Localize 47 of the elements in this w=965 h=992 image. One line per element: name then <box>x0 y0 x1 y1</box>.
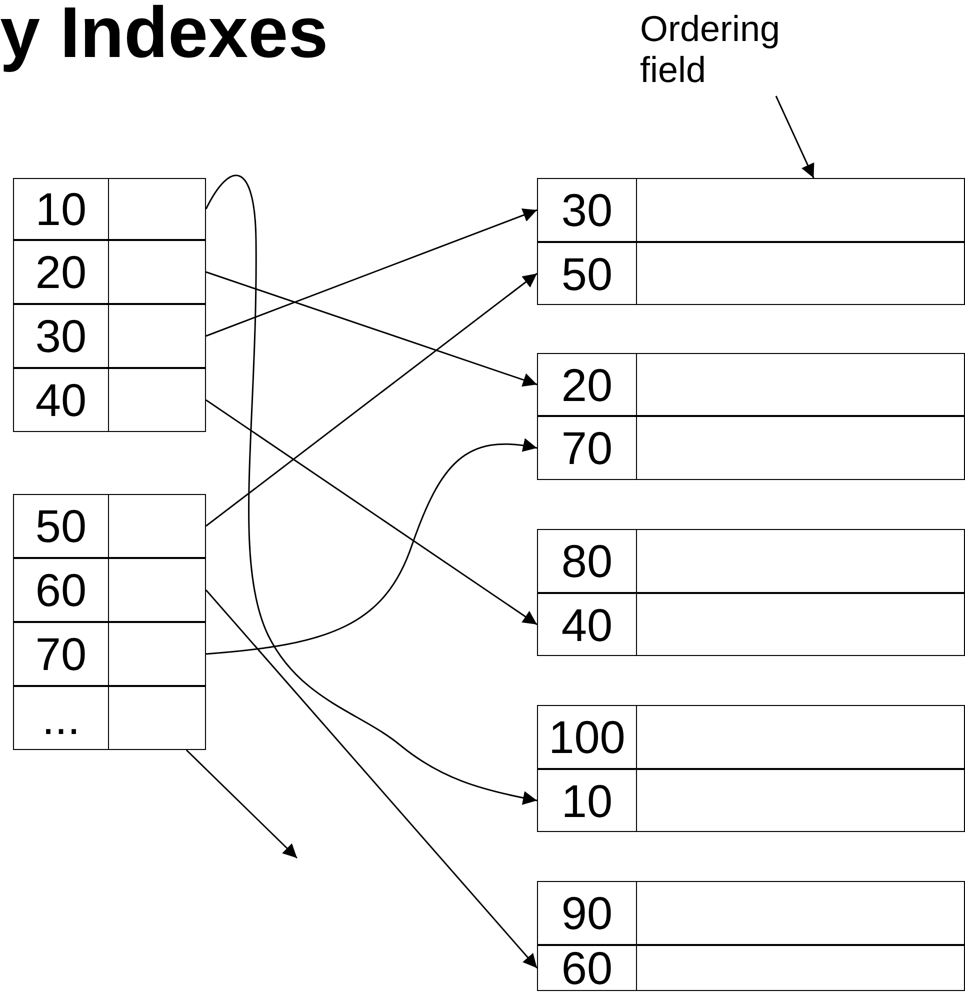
pointer-cell <box>108 368 206 432</box>
record-field-cell <box>636 416 965 480</box>
title: y Indexes <box>0 0 328 74</box>
record-key-cell: 60 <box>537 945 637 991</box>
pointer-cell <box>108 494 206 558</box>
record-field-cell <box>636 881 965 945</box>
index-key-cell: 30 <box>13 304 109 368</box>
record-key-cell: 80 <box>537 529 637 593</box>
record-field-cell <box>636 945 965 991</box>
record-field-cell <box>636 593 965 656</box>
pointer-arrow <box>205 590 538 968</box>
pointer-arrow <box>206 208 538 337</box>
record-key-cell: 50 <box>537 242 637 305</box>
record-field-cell <box>636 769 965 832</box>
index-key-cell: 20 <box>13 240 109 304</box>
pointer-cell <box>108 622 206 686</box>
record-field-cell <box>636 353 965 416</box>
index-key-cell: 50 <box>13 494 109 558</box>
index-key-cell: ... <box>13 686 109 750</box>
pointer-cell <box>108 178 206 240</box>
pointer-arrow <box>206 399 538 626</box>
pointer-cell <box>108 240 206 304</box>
index-key-cell: 10 <box>13 178 109 240</box>
leader-arrow <box>775 96 814 178</box>
pointer-cell <box>108 686 206 750</box>
record-key-cell: 40 <box>537 593 637 656</box>
record-key-cell: 10 <box>537 769 637 832</box>
index-key-cell: 70 <box>13 622 109 686</box>
record-field-cell <box>636 178 965 242</box>
pointer-cell <box>108 558 206 622</box>
pointer-arrow <box>206 438 538 655</box>
record-key-cell: 20 <box>537 353 637 416</box>
annotation-text: Ordering field <box>640 8 800 96</box>
record-field-cell <box>636 242 965 305</box>
record-field-cell <box>636 705 965 769</box>
index-key-cell: 40 <box>13 368 109 432</box>
pointer-arrow <box>206 271 538 387</box>
index-key-cell: 60 <box>13 558 109 622</box>
record-key-cell: 70 <box>537 416 637 480</box>
record-field-cell <box>636 529 965 593</box>
record-key-cell: 90 <box>537 881 637 945</box>
pointer-arrow <box>206 272 538 527</box>
record-key-cell: 30 <box>537 178 637 242</box>
pointer-cell <box>108 304 206 368</box>
record-key-cell: 100 <box>537 705 637 769</box>
pointer-arrow <box>205 175 538 805</box>
pointer-arrow <box>186 749 298 859</box>
